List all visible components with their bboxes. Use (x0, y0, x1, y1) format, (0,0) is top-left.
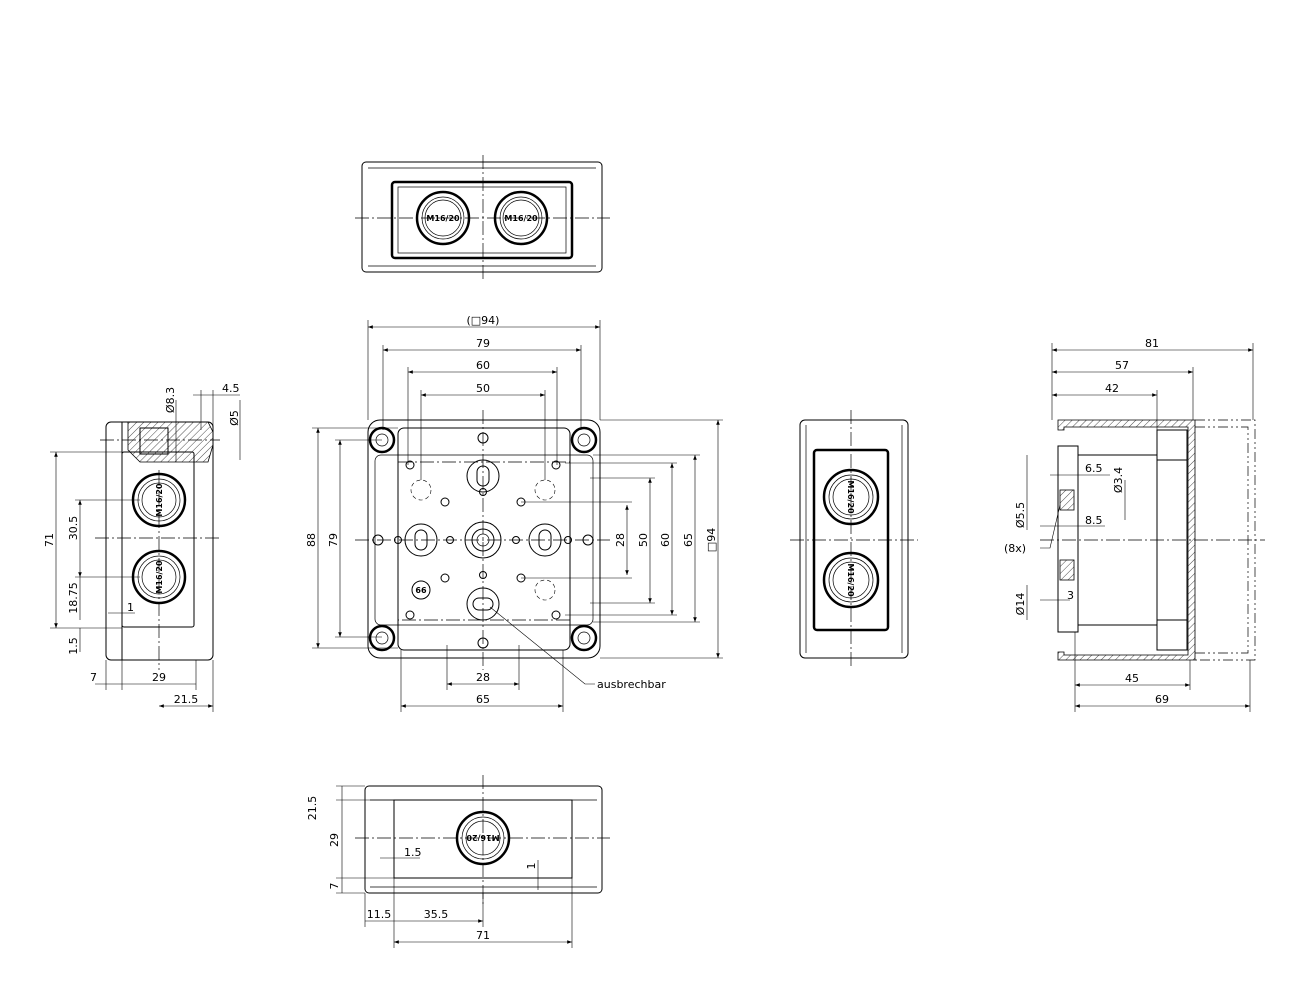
dim-60-h: 60 (476, 359, 490, 372)
dim-28-v: 28 (614, 533, 627, 547)
dim-50-h: 50 (476, 382, 490, 395)
dim-65-bottom: 65 (476, 693, 490, 706)
dim-29: 29 (152, 671, 166, 684)
dim-3: 3 (1067, 589, 1074, 602)
knockout-label: ausbrechbar (597, 678, 666, 691)
side-view: M16/20 M16/20 (790, 410, 918, 668)
dim-88-v: 88 (305, 533, 318, 547)
dim-5: Ø5 (228, 410, 241, 426)
gland-left: M16/20 (415, 190, 471, 246)
gland-label: M16/20 (846, 563, 855, 597)
dim-1-5: 1.5 (67, 637, 80, 655)
gland-label: M16/20 (466, 833, 500, 842)
left-view: M16/20 M16/20 Ø8.3 4.5 Ø5 71 30.5 18.75 … (43, 382, 241, 712)
dim-1: 1 (127, 601, 134, 614)
center-gear (464, 521, 502, 559)
dim-3-4: Ø3.4 (1112, 467, 1125, 493)
gland-label: M16/20 (426, 214, 460, 223)
dim-81: 81 (1145, 337, 1159, 350)
dim-7: 7 (328, 883, 341, 890)
dim-8-5: 8.5 (1085, 514, 1103, 527)
dim-50-v: 50 (637, 533, 650, 547)
dim-11-5: 11.5 (367, 908, 392, 921)
section-view: 81 57 42 6.5 Ø3.4 Ø5.5 8.5 (8x) Ø14 3 45… (1004, 337, 1265, 712)
dim-42: 42 (1105, 382, 1119, 395)
dimensions-front: (□94) 79 60 50 88 79 28 50 60 65 □94 (305, 314, 723, 712)
front-view: 66 (□94) 79 60 50 88 79 28 50 60 65 (305, 314, 723, 712)
gland-label: M16/20 (846, 480, 855, 514)
dim-outer-square: (□94) (467, 314, 500, 327)
bottom-view: M16/20 21.5 29 7 1.5 1 11.5 35.5 71 (306, 775, 610, 948)
dim-29: 29 (328, 833, 341, 847)
dim-30-5: 30.5 (67, 516, 80, 541)
dim-5-5: Ø5.5 (1014, 502, 1027, 528)
dim-7: 7 (90, 671, 97, 684)
dim-28-bottom: 28 (476, 671, 490, 684)
dim-8-3: Ø8.3 (164, 387, 177, 413)
knockout-right[interactable] (528, 523, 562, 557)
dim-1: 1 (525, 863, 538, 870)
hole-label: 66 (415, 586, 427, 595)
gland-label: M16/20 (155, 560, 164, 594)
knockout-left[interactable] (404, 523, 438, 557)
knockout-top[interactable] (466, 459, 500, 493)
top-view: M16/20 M16/20 (355, 155, 610, 280)
dim-60-v: 60 (659, 533, 672, 547)
dim-45: 45 (1125, 672, 1139, 685)
gland-right: M16/20 (493, 190, 549, 246)
dim-79-h: 79 (476, 337, 490, 350)
dim-4-5: 4.5 (222, 382, 240, 395)
dim-57: 57 (1115, 359, 1129, 372)
gland-label: M16/20 (155, 483, 164, 517)
dim-21-5: 21.5 (174, 693, 199, 706)
dim-14: Ø14 (1014, 593, 1027, 616)
dim-21-5: 21.5 (306, 796, 319, 821)
knockout-bottom[interactable] (466, 587, 500, 621)
dim-1-5: 1.5 (404, 846, 422, 859)
dim-69: 69 (1155, 693, 1169, 706)
dim-94-v: □94 (705, 528, 718, 552)
dim-71: 71 (476, 929, 490, 942)
dim-71: 71 (43, 533, 56, 547)
dim-35-5: 35.5 (424, 908, 449, 921)
dim-18-75: 18.75 (67, 582, 80, 614)
dim-6-5: 6.5 (1085, 462, 1103, 475)
gland-label: M16/20 (504, 214, 538, 223)
dim-79-v: 79 (327, 533, 340, 547)
count-8x: (8x) (1004, 542, 1026, 555)
dim-65-v: 65 (682, 533, 695, 547)
